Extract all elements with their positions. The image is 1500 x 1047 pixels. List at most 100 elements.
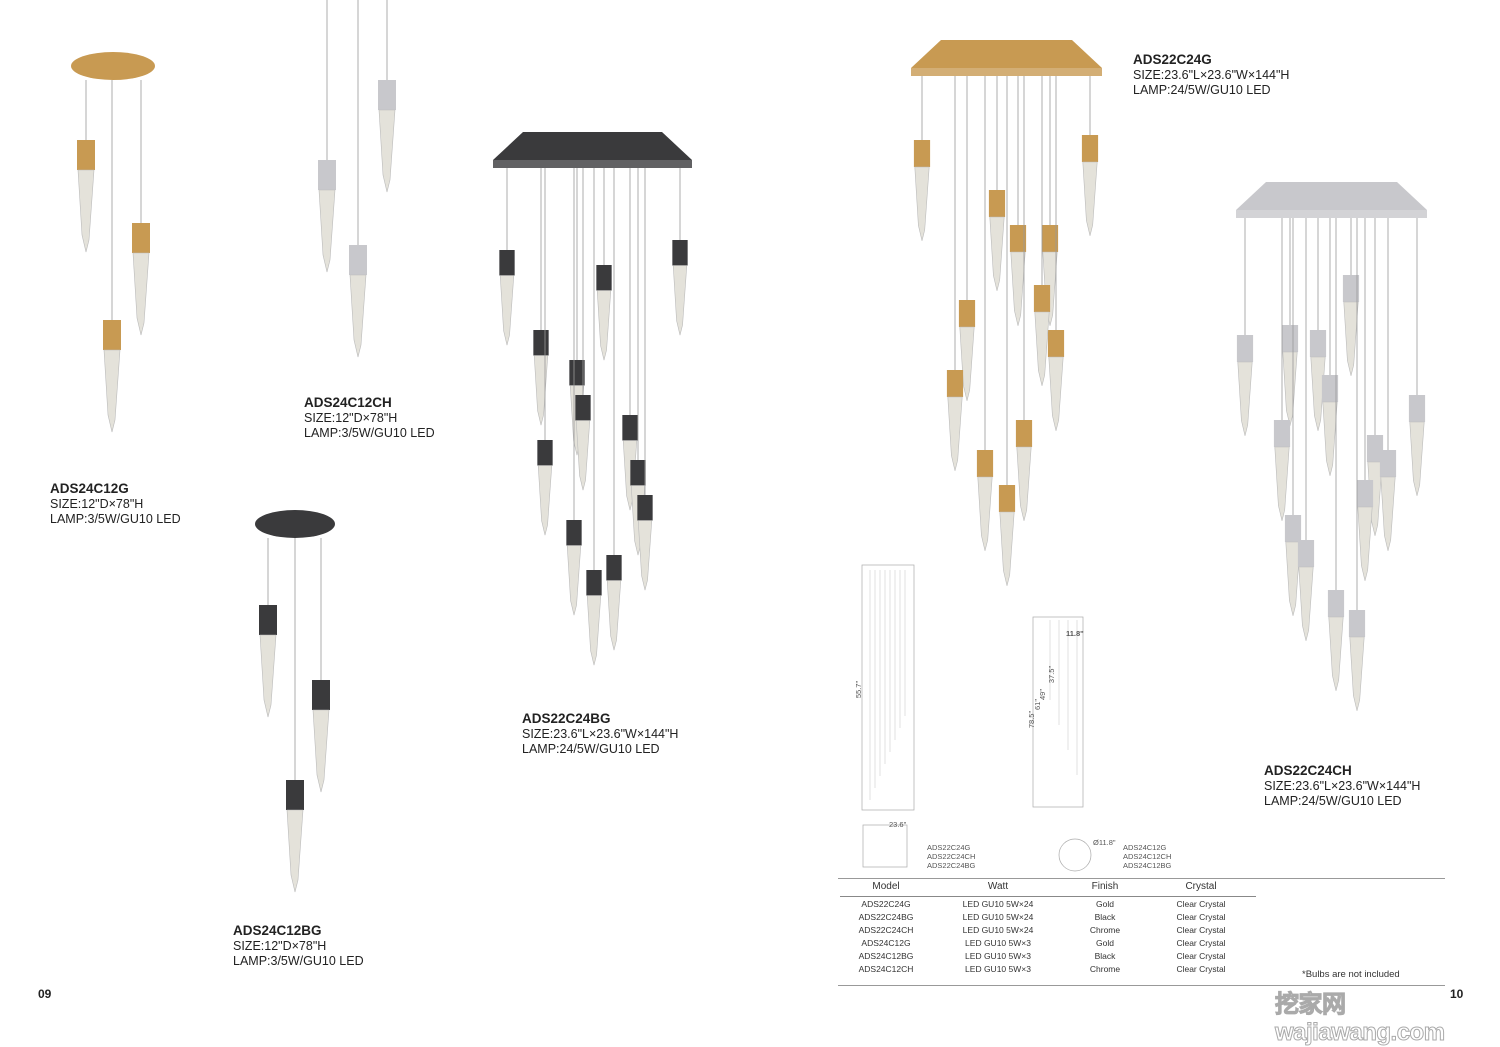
crystal-icicle [672, 265, 688, 336]
crystal-icicle [132, 252, 150, 336]
crystal-icicle [586, 595, 602, 666]
crystal-icicle [1349, 636, 1365, 711]
lamp-text: LAMP:3/5W/GU10 LED [304, 426, 435, 440]
pendant-cap [1321, 375, 1339, 402]
pendant-cap [1366, 435, 1384, 462]
crystal-icicle [1274, 446, 1290, 521]
product-label-ads22c24ch: ADS22C24CH SIZE:23.6"L×23.6"W×144"H LAMP… [1264, 763, 1420, 810]
model-name: ADS22C24CH [927, 852, 976, 861]
crystal-icicle [1034, 311, 1050, 386]
bulbs-note: *Bulbs are not included [1302, 969, 1400, 980]
product-label-ads24c12bg: ADS24C12BG SIZE:12"D×78"H LAMP:3/5W/GU10… [233, 923, 364, 970]
ceiling-canopy [255, 510, 335, 538]
model-name: ADS24C12CH [304, 395, 392, 410]
pendant-cap [1047, 330, 1065, 357]
pendant-cap [1309, 330, 1327, 357]
pendant-cap [1081, 135, 1099, 162]
pendant-cap [77, 140, 95, 170]
crystal-icicle [1048, 356, 1064, 431]
dim-label: 61" [1033, 698, 1043, 711]
pendant-cap [998, 485, 1016, 512]
crystal-icicle [989, 216, 1005, 291]
product-label-ads22c24g: ADS22C24G SIZE:23.6"L×23.6"W×144"H LAMP:… [1133, 52, 1289, 99]
pendant-cap [533, 330, 549, 356]
product-label-ads22c24bg: ADS22C24BG SIZE:23.6"L×23.6"W×144"H LAMP… [522, 711, 678, 758]
pendant-cap [286, 780, 304, 810]
crystal-icicle [1343, 301, 1359, 376]
crystal-icicle [1016, 446, 1032, 521]
lamp-text: LAMP:24/5W/GU10 LED [1264, 794, 1402, 808]
pendant-cap [946, 370, 964, 397]
table-cell: LED GU10 5W×3 [965, 950, 1031, 961]
pendant-cap [1009, 225, 1027, 252]
dim-label: 11.8" [1066, 629, 1084, 638]
table-cell: Chrome [1089, 924, 1121, 935]
crystal-icicle [999, 511, 1015, 586]
crystal-icicle [349, 274, 367, 358]
table-cell: ADS22C24G [861, 898, 911, 909]
pendant-cap [1015, 420, 1033, 447]
pendant-cap [976, 450, 994, 477]
col-header: Watt [932, 878, 1064, 897]
product-photos [71, 0, 1427, 893]
divider [838, 985, 1445, 986]
ceiling-canopy [1236, 182, 1427, 210]
pendant-cap [988, 190, 1006, 217]
lamp-text: LAMP:3/5W/GU10 LED [50, 512, 181, 526]
model-name: ADS24C12BG [233, 923, 322, 938]
crystal-icicle [1282, 351, 1298, 426]
model-name: ADS24C12G [50, 481, 129, 496]
pendant-cap [958, 300, 976, 327]
model-name: ADS22C24CH [1264, 763, 1352, 778]
table-cell: ADS22C24BG [858, 911, 914, 922]
pendant-cap [586, 570, 602, 596]
crystal-icicle [286, 809, 304, 893]
model-name: ADS22C24BG [927, 861, 976, 870]
table-cell: LED GU10 5W×3 [965, 963, 1031, 974]
pendant-cap [318, 160, 336, 190]
col-header: Model [840, 878, 932, 897]
dim-label: 55.7" [854, 680, 864, 699]
model-name: ADS24C12BG [1123, 861, 1172, 870]
dimension-drawing-square [861, 564, 915, 811]
pendant-cap [537, 440, 553, 466]
crystal-icicle [259, 634, 277, 718]
pendant-cap [566, 520, 582, 546]
pendant-cap [637, 495, 653, 521]
pendant-cap [606, 555, 622, 581]
dim-label: 37.5" [1047, 665, 1057, 684]
dim-label: 23.6" [889, 820, 907, 829]
crystal-icicle [1328, 616, 1344, 691]
ceiling-canopy [911, 40, 1102, 68]
size-text: SIZE:23.6"L×23.6"W×144"H [1133, 67, 1290, 82]
table-cell: ADS24C12BG [858, 950, 914, 961]
crystal-icicle [103, 349, 121, 433]
pendant-cap [1408, 395, 1426, 422]
table-cell: Clear Crystal [1176, 924, 1226, 935]
table-cell: LED GU10 5W×24 [962, 924, 1034, 935]
product-label-ads24c12ch: ADS24C12CH SIZE:12"D×78"H LAMP:3/5W/GU10… [304, 395, 435, 442]
table-cell: Clear Crystal [1176, 963, 1226, 974]
ceiling-canopy [71, 52, 155, 80]
table-cell: LED GU10 5W×24 [962, 898, 1034, 909]
crystal-icicle [977, 476, 993, 551]
pendant-cap [1284, 515, 1302, 542]
table-cell: ADS24C12CH [858, 963, 914, 974]
pendant-cap [1327, 590, 1345, 617]
pendant-cap [499, 250, 515, 276]
lamp-text: LAMP:24/5W/GU10 LED [1133, 83, 1271, 97]
pendant-cap [913, 140, 931, 167]
model-name: ADS22C24G [1133, 52, 1212, 67]
canopy-edge [1236, 210, 1427, 218]
size-text: SIZE:23.6"L×23.6"W×144"H [1264, 778, 1421, 793]
model-name: ADS24C12G [1123, 843, 1167, 852]
model-name: ADS24C12CH [1123, 852, 1172, 861]
table-cell: Black [1094, 950, 1116, 961]
pendant-cap [1273, 420, 1291, 447]
table-cell: Clear Crystal [1176, 950, 1226, 961]
pendant-cap [312, 680, 330, 710]
crystal-icicle [378, 109, 396, 193]
size-text: SIZE:23.6"L×23.6"W×144"H [522, 726, 679, 741]
lamp-text: LAMP:24/5W/GU10 LED [522, 742, 660, 756]
